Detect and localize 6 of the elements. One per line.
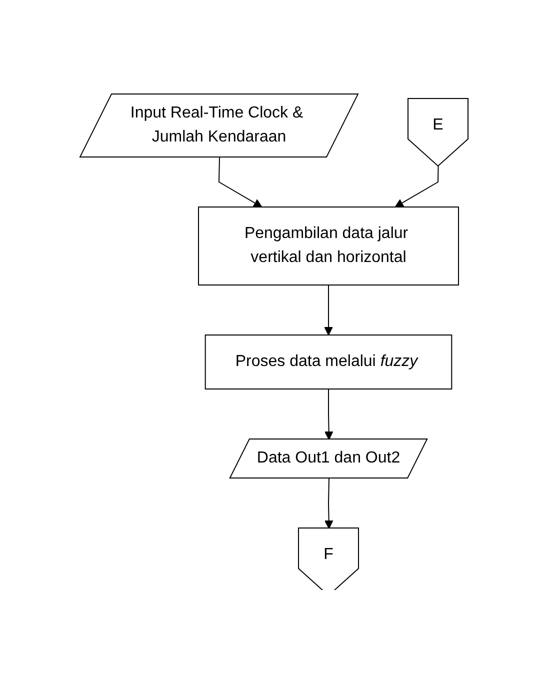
arrow <box>218 156 262 207</box>
node-box: Proses data melalui fuzzy <box>204 334 452 389</box>
arrow <box>324 478 333 528</box>
arrow <box>324 284 332 335</box>
arrow <box>324 388 333 440</box>
node-box: Pengambilan data jalur vertikal dan horizontal <box>198 206 458 285</box>
